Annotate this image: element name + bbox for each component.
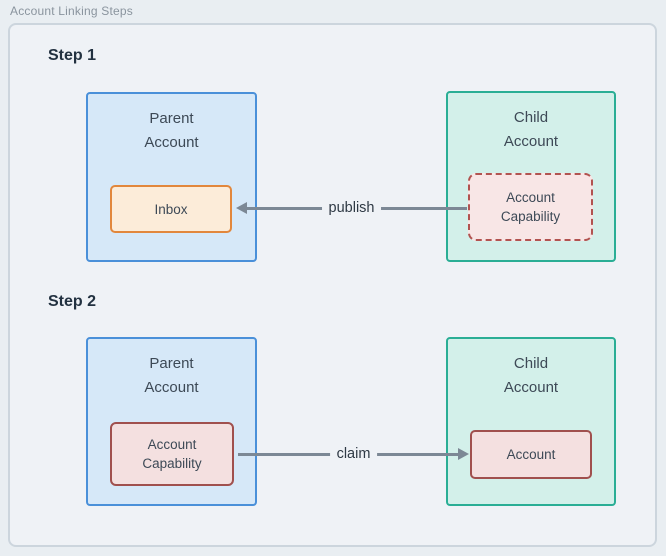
diagram-title: Account Linking Steps xyxy=(10,4,133,18)
step2-child-account-node: Child Account xyxy=(446,337,616,506)
step2-parent-account-title: Parent Account xyxy=(144,355,199,396)
step1-inbox-box: Inbox xyxy=(110,185,232,233)
claim-arrow-label: claim xyxy=(329,446,378,462)
step-1-label: Step 1 xyxy=(48,47,97,64)
arrowhead-left-icon xyxy=(236,202,247,214)
publish-arrow-label: publish xyxy=(321,200,382,216)
step-2-label: Step 2 xyxy=(48,293,97,310)
claim-arrow: claim xyxy=(238,442,469,466)
step1-child-account-title: Child Account xyxy=(503,109,559,150)
step1-account-capability-box: Account Capability xyxy=(468,173,593,241)
step1-parent-account-node: Parent Account xyxy=(86,92,257,262)
step2-account-capability-box: Account Capability xyxy=(110,422,234,486)
arrowhead-right-icon xyxy=(458,448,469,460)
step2-account-box: Account xyxy=(470,430,592,479)
step2-child-account-title: Child Account xyxy=(503,355,559,396)
publish-arrow: publish xyxy=(236,196,467,220)
step1-parent-account-title: Parent Account xyxy=(144,110,199,151)
